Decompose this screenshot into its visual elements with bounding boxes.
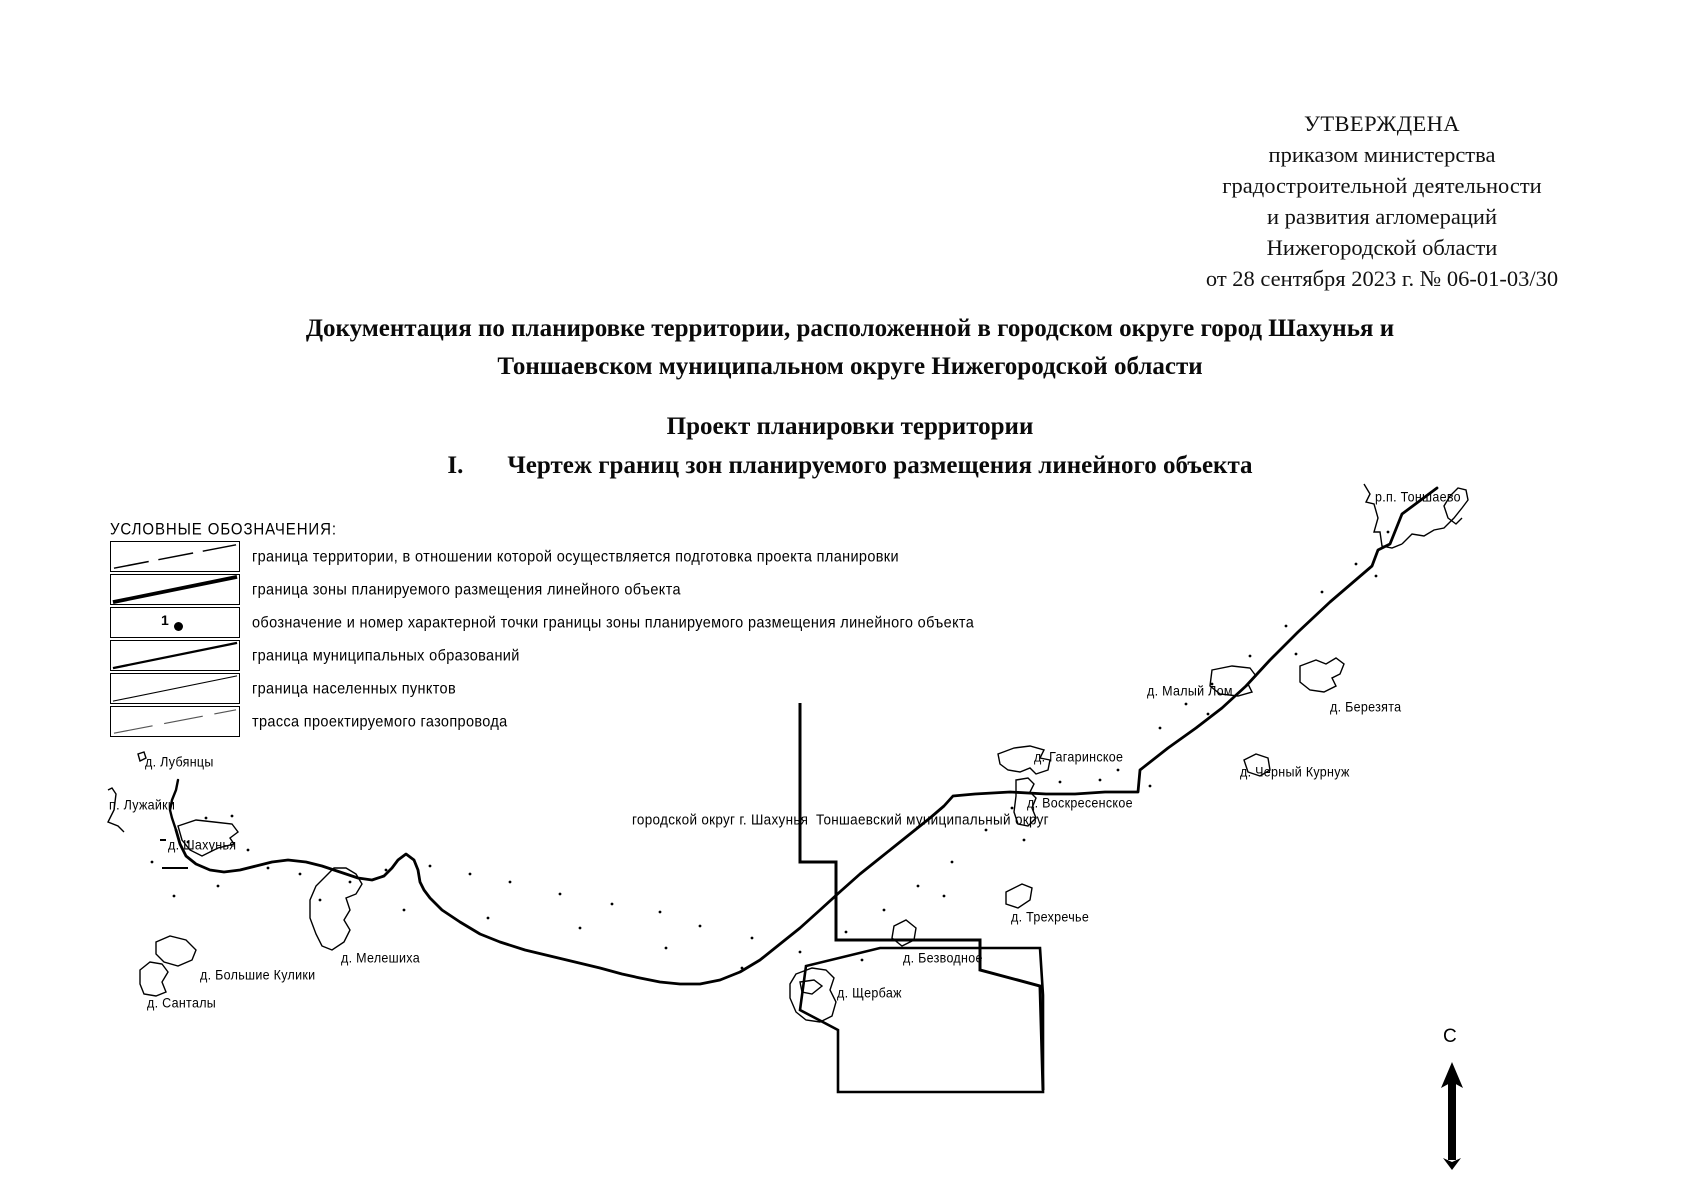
map-label-luzhayki: п. Лужайки	[109, 797, 176, 813]
settlement-polygons	[107, 657, 1345, 1023]
approval-heading: УТВЕРЖДЕНА	[1304, 111, 1460, 136]
map-svg	[107, 483, 1469, 1094]
section-title-text: Чертеж границ зон планируемого размещени…	[507, 452, 1253, 479]
map-label-voskresenskoe: д. Воскресенское	[1027, 795, 1133, 811]
approval-order-number: от 28 сентября 2023 г. № 06-01-03/30	[1205, 266, 1559, 291]
legend-item-territory-boundary: граница территории, в отношении которой …	[110, 540, 1120, 573]
map-label-shakhunya: д. Шахунья	[168, 837, 237, 853]
legend-swatch-solid-medium	[110, 640, 240, 671]
approval-line-4: Нижегородской области	[1266, 235, 1498, 260]
compass-label-north: С	[1443, 1026, 1457, 1047]
legend-swatch-solid-thin	[110, 673, 240, 704]
map-label-district-shakhunya: городской округ г. Шахунья	[632, 811, 809, 828]
map-label-santaly: д. Санталы	[147, 995, 217, 1011]
section-number: I.	[447, 452, 464, 479]
page-title: Документация по планировке территории, р…	[130, 310, 1570, 386]
legend-swatch-dashed-thin	[110, 541, 240, 572]
tonshaevo-settlement-boundary	[1363, 483, 1469, 549]
legend-label-settlement-boundary: граница населенных пунктов	[252, 679, 457, 698]
project-subtitle: Проект планировки территории	[666, 413, 1034, 440]
page-title-line-1: Документация по планировке территории, р…	[305, 315, 1395, 342]
map-label-lubyantsy: д. Лубянцы	[145, 754, 214, 770]
legend-point-dot-icon	[174, 622, 183, 631]
legend-title: УСЛОВНЫЕ ОБОЗНАЧЕНИЯ:	[110, 520, 337, 540]
approval-line-2: градостроительной деятельности	[1222, 173, 1542, 198]
map-drawing: С д. Лубянцы п. Лужайки д. Шахунья д. Ме…	[0, 470, 1697, 1200]
map-label-berezyata: д. Березята	[1330, 699, 1402, 715]
legend-label-characteristic-point: обозначение и номер характерной точки гр…	[252, 613, 975, 632]
legend-swatch-point-marker: 1	[110, 607, 240, 638]
approval-line-3: и развития агломераций	[1266, 204, 1497, 229]
map-label-gagarinskoe: д. Гагаринское	[1034, 749, 1124, 765]
legend-point-number: 1	[161, 612, 169, 628]
map-label-bolshie-kuliki: д. Большие Кулики	[200, 967, 316, 983]
legend-label-zone-boundary: граница зоны планируемого размещения лин…	[252, 580, 681, 599]
legend: УСЛОВНЫЕ ОБОЗНАЧЕНИЯ: граница территории…	[110, 520, 1120, 738]
pipeline-route	[174, 486, 1439, 986]
map-label-trekhrechye: д. Трехречье	[1011, 909, 1090, 925]
page-title-line-2: Тоншаевском муниципальном округе Нижегор…	[497, 353, 1203, 380]
approval-block: УТВЕРЖДЕНА приказом министерства градост…	[1147, 108, 1617, 294]
map-label-meleshikha: д. Мелешиха	[341, 950, 420, 966]
map-label-cherny-kurnuzh: д. Черный Курнуж	[1240, 764, 1350, 780]
legend-label-gas-pipeline-route: трасса проектируемого газопровода	[252, 712, 508, 731]
map-label-maly-lom: д. Малый Лом	[1147, 683, 1233, 699]
legend-swatch-dashed-faint	[110, 706, 240, 737]
section-heading: I. Чертеж границ зон планируемого размеще…	[130, 452, 1570, 480]
approval-line-1: приказом министерства	[1268, 142, 1496, 167]
municipal-boundary-line	[798, 703, 1045, 1091]
territory-boundary-area	[798, 946, 1045, 1094]
legend-item-zone-boundary: граница зоны планируемого размещения лин…	[110, 573, 1120, 606]
map-label-district-tonshaevo: Тоншаевский муниципальный округ	[816, 811, 1049, 828]
legend-swatch-solid-thick	[110, 574, 240, 605]
legend-label-territory-boundary: граница территории, в отношении которой …	[252, 547, 899, 566]
north-arrow-icon	[1437, 1062, 1467, 1172]
legend-item-gas-pipeline-route: трасса проектируемого газопровода	[110, 705, 1120, 738]
legend-item-settlement-boundary: граница населенных пунктов	[110, 672, 1120, 705]
legend-item-characteristic-point: 1 обозначение и номер характерной точки …	[110, 606, 1120, 639]
map-label-bezvodnoe: д. Безводное	[903, 950, 983, 966]
legend-item-municipal-boundary: граница муниципальных образований	[110, 639, 1120, 672]
pipeline-route-west	[160, 778, 188, 869]
map-label-shcherbazh: д. Щербаж	[837, 985, 902, 1001]
map-label-tonshaevo: р.п. Тоншаево	[1375, 489, 1461, 505]
legend-label-municipal-boundary: граница муниципальных образований	[252, 646, 520, 665]
characteristic-points	[150, 530, 1390, 970]
